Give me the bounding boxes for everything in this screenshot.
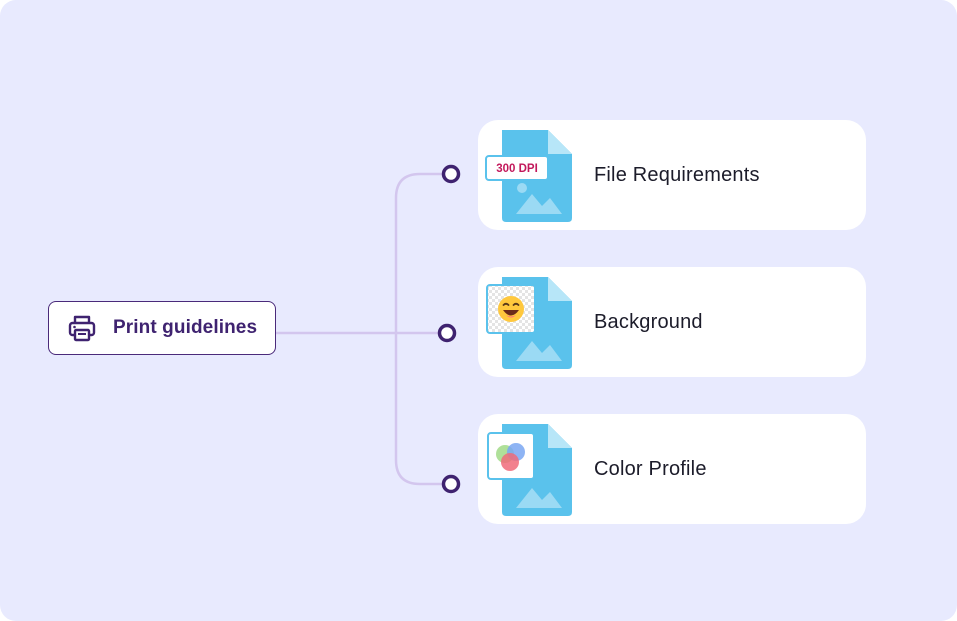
branch-label-file-requirements: File Requirements (594, 163, 760, 186)
color-wheel-icon (496, 443, 525, 471)
connector-dot-background (437, 323, 457, 343)
image-file-transparent-background-icon (486, 277, 572, 369)
branch-card-file-requirements[interactable]: 300 DPI File Requirements (478, 120, 866, 230)
printer-icon (67, 313, 97, 343)
root-node-print-guidelines[interactable]: Print guidelines (48, 301, 276, 355)
connector-dot-color-profile (441, 474, 461, 494)
connector-branch-trunk (394, 172, 451, 486)
branch-label-color-profile: Color Profile (594, 457, 707, 480)
branch-card-color-profile[interactable]: Color Profile (478, 414, 866, 524)
image-file-color-profile-icon (487, 424, 572, 516)
image-file-dpi-icon: 300 DPI (485, 130, 572, 222)
branch-card-background[interactable]: Background (478, 267, 866, 377)
root-label: Print guidelines (113, 317, 258, 338)
smiley-emoji-icon (498, 296, 524, 322)
dpi-badge-text: 300 DPI (496, 163, 538, 175)
branch-label-background: Background (594, 310, 703, 333)
connector-dot-file-requirements (441, 164, 461, 184)
